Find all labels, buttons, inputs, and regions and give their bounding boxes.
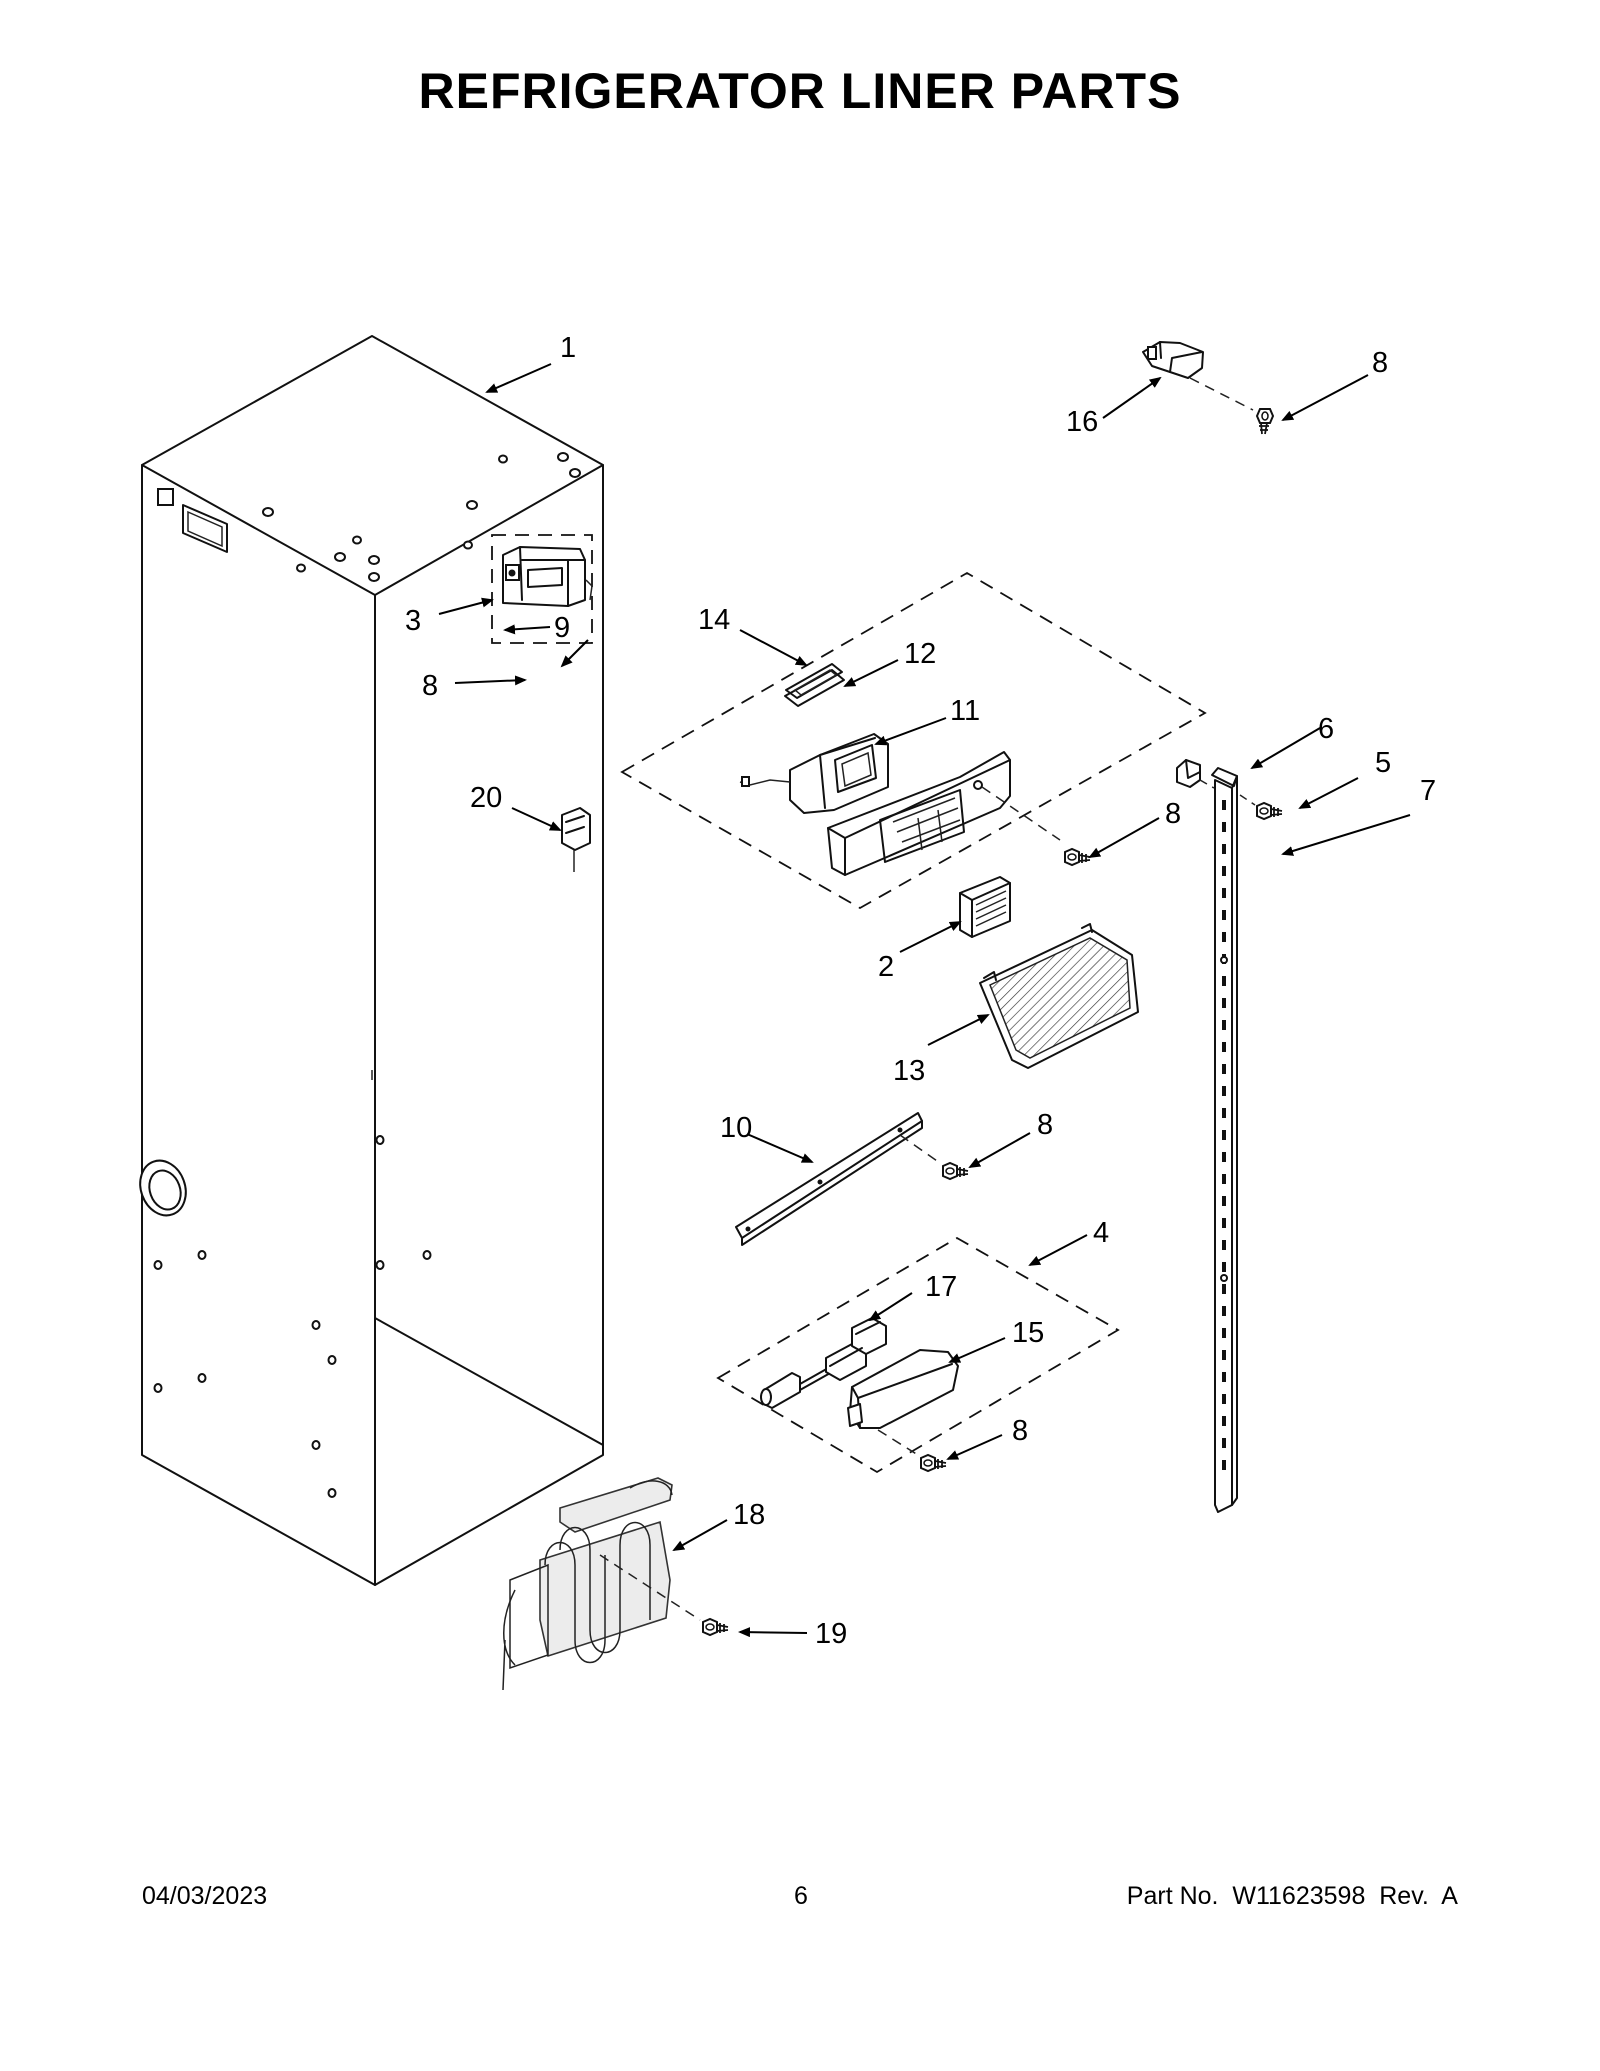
evaporator-coil bbox=[502, 1477, 729, 1691]
callout-6: 6 bbox=[1318, 713, 1334, 745]
callout-leaders bbox=[438, 363, 1411, 1638]
cabinet-liner bbox=[139, 335, 604, 1586]
door-switch bbox=[561, 807, 591, 872]
footer-part-number: Part No. W11623598 Rev. A bbox=[1126, 1882, 1458, 1910]
bracket-16 bbox=[1142, 341, 1274, 435]
callout-1: 1 bbox=[560, 332, 576, 364]
callout-15: 15 bbox=[1012, 1317, 1044, 1349]
callout-2: 2 bbox=[878, 951, 894, 983]
vertical-shelf-track bbox=[1176, 759, 1283, 1513]
light-assembly bbox=[716, 1236, 1120, 1474]
footer-date: 04/03/2023 bbox=[142, 1882, 268, 1910]
control-box-assembly bbox=[491, 534, 593, 644]
callout-17: 17 bbox=[925, 1271, 957, 1303]
filter-cover bbox=[979, 923, 1139, 1069]
callout-8-light: 8 bbox=[1012, 1415, 1028, 1447]
callout-9: 9 bbox=[554, 612, 570, 644]
air-filter bbox=[959, 876, 1011, 938]
callout-8-rail: 8 bbox=[1037, 1109, 1053, 1141]
callout-8-housing: 8 bbox=[1165, 798, 1181, 830]
callout-16: 16 bbox=[1066, 406, 1098, 438]
callout-18: 18 bbox=[733, 1499, 765, 1531]
callout-12: 12 bbox=[904, 638, 936, 670]
callout-13: 13 bbox=[893, 1055, 925, 1087]
page-title: REFRIGERATOR LINER PARTS bbox=[418, 63, 1182, 119]
callout-19: 19 bbox=[815, 1618, 847, 1650]
callout-7: 7 bbox=[1420, 775, 1436, 807]
callout-5: 5 bbox=[1375, 747, 1391, 779]
callout-8-cabinet: 8 bbox=[422, 670, 438, 702]
callout-3: 3 bbox=[405, 605, 421, 637]
cabinet-mounting-holes bbox=[153, 452, 581, 1498]
footer-page-number: 6 bbox=[794, 1882, 808, 1910]
callout-20: 20 bbox=[470, 782, 502, 814]
callout-11: 11 bbox=[950, 695, 980, 727]
callout-4: 4 bbox=[1093, 1217, 1109, 1249]
callout-14: 14 bbox=[698, 604, 730, 636]
callout-8-bracket: 8 bbox=[1372, 347, 1388, 379]
callout-10: 10 bbox=[720, 1112, 752, 1144]
control-housing-assembly bbox=[620, 571, 1207, 910]
callout-labels: 1 8 16 3 9 8 14 12 11 8 6 5 7 20 2 13 10… bbox=[405, 332, 1436, 1650]
mounting-rail bbox=[735, 1112, 969, 1246]
